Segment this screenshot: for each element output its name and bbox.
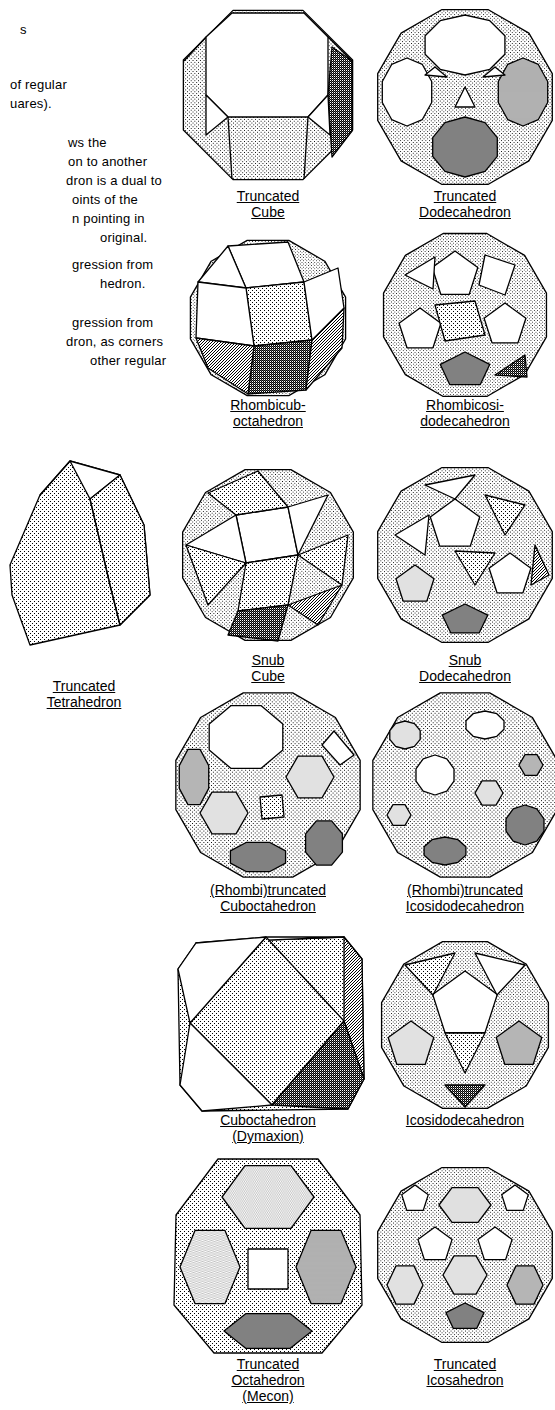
- note-fragment: other regular: [90, 353, 166, 369]
- polyhedron-caption: Truncated Icosahedron: [425, 1356, 504, 1388]
- polyhedron-caption: Truncated Cube: [236, 188, 301, 220]
- note-fragment: gression from: [72, 315, 153, 331]
- note-fragment: dron is a dual to: [66, 173, 162, 189]
- note-fragment: oints of the: [72, 192, 138, 208]
- polyhedron-caption: Rhombicosi- dodecahedron: [419, 397, 511, 429]
- polyhedron-caption: (Rhombi)truncated Cuboctahedron: [209, 882, 327, 914]
- polyhedron-caption: Snub Cube: [250, 652, 285, 684]
- polyhedron-caption: Truncated Octahedron (Mecon): [230, 1356, 305, 1404]
- note-fragment: dron, as corners: [66, 334, 163, 350]
- polyhedron-caption: Snub Dodecahedron: [418, 652, 512, 684]
- polyhedron-caption: Cuboctahedron (Dymaxion): [219, 1112, 317, 1144]
- note-fragment: ws the: [68, 135, 107, 151]
- note-fragment: s: [20, 22, 27, 38]
- note-fragment: original.: [100, 230, 147, 246]
- note-fragment: hedron.: [100, 276, 146, 292]
- polyhedron-caption: Icosidodecahedron: [405, 1112, 525, 1128]
- note-fragment: of regular: [10, 77, 67, 93]
- polyhedron-caption: (Rhombi)truncated Icosidodecahedron: [405, 882, 525, 914]
- note-fragment: gression from: [72, 257, 153, 273]
- note-fragment: n pointing in: [72, 211, 145, 227]
- note-fragment: on to another: [68, 154, 147, 170]
- polyhedron-caption: Rhombicub- octahedron: [229, 397, 306, 429]
- note-fragment: uares).: [10, 96, 52, 112]
- polyhedron-caption: Truncated Dodecahedron: [418, 188, 512, 220]
- polyhedron-caption: Truncated Tetrahedron: [46, 678, 123, 710]
